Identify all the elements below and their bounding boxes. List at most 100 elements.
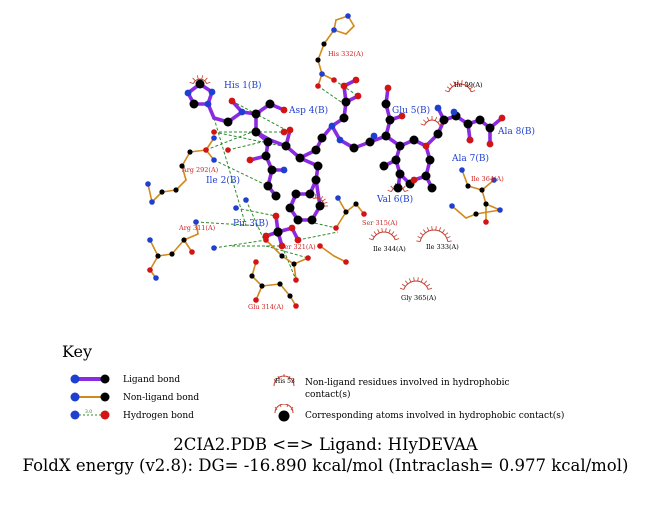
atom-nitrogen-110 <box>459 167 465 173</box>
hydrogen-bond-14 <box>297 231 339 241</box>
protein-residue-label-arg311: Arg 311(A) <box>178 224 216 232</box>
nonligand-bond-120 <box>461 169 469 187</box>
atom-nitrogen-113 <box>497 207 503 213</box>
nonligand-bond-111 <box>279 283 291 297</box>
atom-nitrogen-112 <box>449 203 455 209</box>
atom-oxygen-62 <box>354 92 362 100</box>
atom-carbon-94 <box>353 201 359 207</box>
atom-oxygen-70 <box>486 140 494 148</box>
atom-nitrogen-100 <box>331 27 337 33</box>
atom-oxygen-124 <box>253 297 259 303</box>
atom-carbon-32 <box>439 115 449 125</box>
atom-nitrogen-104 <box>149 199 155 205</box>
nonligand-bond-102 <box>149 239 159 257</box>
atom-oxygen-123 <box>293 277 299 283</box>
atom-nitrogen-111 <box>491 177 497 183</box>
atom-carbon-41 <box>307 215 317 225</box>
atom-oxygen-60 <box>280 128 288 136</box>
atom-oxygen-63 <box>352 76 360 84</box>
atom-nitrogen-103 <box>145 181 151 187</box>
key-hydrophobic-residues-label: Non-ligand residues involved in hydropho… <box>305 378 510 400</box>
key-hydrophobic-atom-sample <box>274 404 294 422</box>
nonligand-bond-104 <box>265 239 283 257</box>
atom-carbon-6 <box>263 137 273 147</box>
key-hydrogen-bond-sample: 3.0 <box>70 409 110 420</box>
protein-residue-label-ser315: Ser 315(A) <box>362 219 398 227</box>
atom-carbon-81 <box>179 163 185 169</box>
atom-carbon-39 <box>285 203 295 213</box>
atom-oxygen-131 <box>263 237 269 243</box>
atom-nitrogen-105 <box>193 219 199 225</box>
atom-carbon-2 <box>223 117 233 127</box>
key-ligand-bond-sample <box>70 374 110 384</box>
atom-oxygen-133 <box>225 147 231 153</box>
atom-carbon-37 <box>305 189 315 199</box>
ligand-residue-labels: His 1(B) Ile 2(B) Pir 3(B) Asp 4(B) Glu … <box>206 80 535 229</box>
atom-carbon-29 <box>421 171 431 181</box>
atom-oxygen-61 <box>286 126 294 134</box>
atom-carbon-85 <box>169 251 175 257</box>
atom-oxygen-76 <box>272 212 280 220</box>
atom-carbon-92 <box>287 293 293 299</box>
atom-nitrogen-102 <box>211 157 217 163</box>
atom-oxygen-65 <box>398 112 406 120</box>
caption-line-1: 2CIA2.PDB <=> Ligand: HIyDEVAA <box>173 435 478 454</box>
atom-carbon-4 <box>265 99 275 109</box>
atom-oxygen-57 <box>280 106 288 114</box>
atoms <box>145 13 506 309</box>
atom-oxygen-129 <box>333 225 339 231</box>
atom-carbon-20 <box>385 115 395 125</box>
hydrogen-bond-8 <box>235 207 277 217</box>
caption-line-2: FoldX energy (v2.8): DG= -16.890 kcal/mo… <box>22 456 629 475</box>
hydrophobic-atom-arc-4 <box>189 75 211 84</box>
atom-carbon-93 <box>343 209 349 215</box>
ligand-residue-label-asp4: Asp 4(B) <box>288 105 328 116</box>
atom-carbon-34 <box>463 119 473 129</box>
atom-nitrogen-48 <box>204 100 212 108</box>
atom-carbon-27 <box>379 161 389 171</box>
nonligand-bond-89 <box>181 151 191 167</box>
atom-carbon-87 <box>279 253 285 259</box>
atom-oxygen-118 <box>331 77 337 83</box>
hydrophobic-arc-ile390 <box>444 80 476 93</box>
key-hydrophobic-example-label: His 53 <box>275 378 295 385</box>
atom-nitrogen-55 <box>450 108 458 116</box>
nonligand-bond-126 <box>451 205 467 219</box>
atom-carbon-95 <box>465 183 471 189</box>
protein-residue-label-glu314: Glu 314(A) <box>248 303 284 311</box>
atom-oxygen-66 <box>384 84 392 92</box>
atom-carbon-18 <box>365 137 375 147</box>
nonligand-bond-118 <box>319 245 335 257</box>
hydrogen-bond-7 <box>245 199 265 241</box>
protein-residue-label-arg292: Arg 292(A) <box>181 166 219 174</box>
hydrogen-bond-10 <box>213 239 267 249</box>
atom-carbon-17 <box>349 143 359 153</box>
atom-nitrogen-108 <box>319 71 325 77</box>
atom-carbon-45 <box>393 183 403 193</box>
atom-carbon-98 <box>473 211 479 217</box>
atom-oxygen-59 <box>246 156 254 164</box>
ligand-residue-label-his1: His 1(B) <box>224 80 262 91</box>
atom-oxygen-134 <box>211 129 217 135</box>
atom-carbon-15 <box>339 113 349 123</box>
atom-carbon-16 <box>341 97 351 107</box>
atom-carbon-0 <box>195 79 205 89</box>
ligand-residue-label-ile2: Ile 2(B) <box>206 175 240 186</box>
atom-carbon-9 <box>263 181 273 191</box>
atom-nitrogen-47 <box>208 88 216 96</box>
atom-nitrogen-46 <box>184 89 192 97</box>
atom-oxygen-120 <box>147 267 153 273</box>
atom-oxygen-72 <box>262 232 270 240</box>
nonligand-bond-82 <box>323 29 335 45</box>
hydrophobic-residue-labels: Ile 39(A) Ile 344(A) Ile 333(A) Gly 365(… <box>373 81 483 302</box>
atom-oxygen-119 <box>203 147 209 153</box>
atom-carbon-25 <box>395 169 405 179</box>
atom-oxygen-128 <box>343 259 349 265</box>
hydrogen-bond-9 <box>195 221 263 227</box>
key-nonligand-bond-sample <box>70 392 110 402</box>
non-ligand-bonds <box>147 15 501 307</box>
protein-residue-label-ser321: Ser 321(A) <box>280 243 316 251</box>
key-hydrophobic-atoms-label: Corresponding atoms involved in hydropho… <box>305 411 565 421</box>
atom-oxygen-127 <box>317 243 323 249</box>
atom-nitrogen-53 <box>370 132 378 140</box>
